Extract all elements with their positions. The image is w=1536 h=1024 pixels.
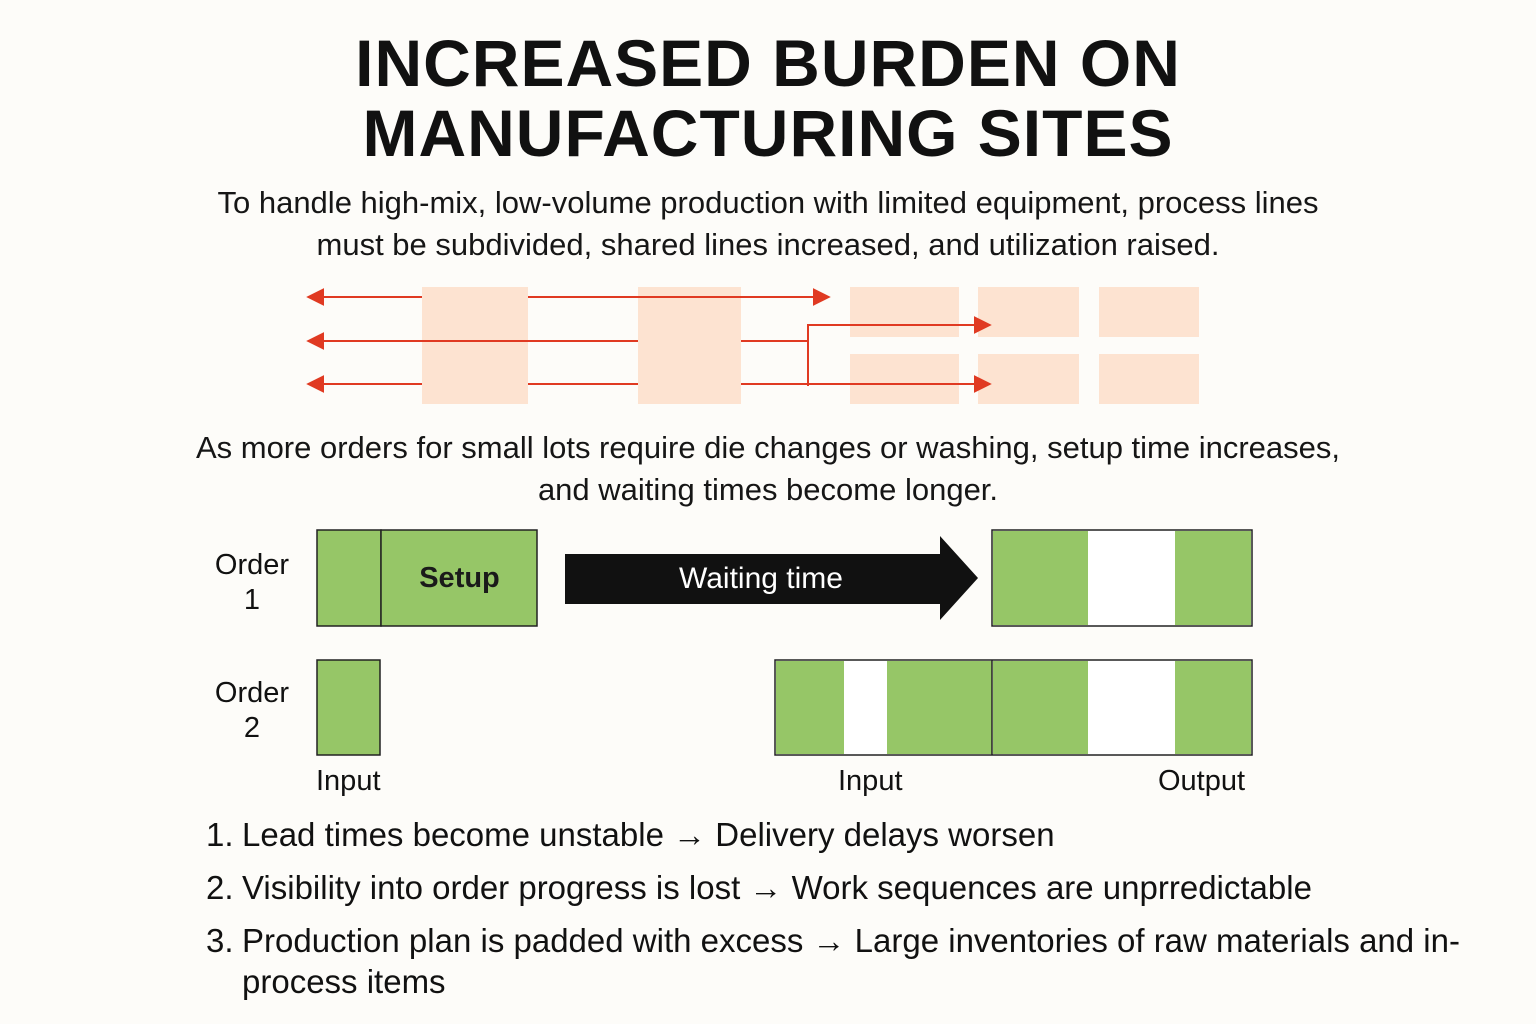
- process-block-3b: [850, 354, 959, 404]
- setup-paragraph: As more orders for small lots require di…: [0, 427, 1536, 511]
- page-title: INCREASED BURDEN ON MANUFACTURING SITES: [0, 28, 1536, 168]
- process-block-5b: [1099, 354, 1199, 404]
- output-label: Output: [1158, 765, 1246, 797]
- process-block-1: [422, 287, 528, 404]
- order-1-number: 1: [243, 584, 261, 616]
- setup-label: Setup: [419, 561, 500, 594]
- list-item-number: 1.: [206, 816, 234, 853]
- order-1-output-block: [991, 529, 1253, 627]
- list-item-number: 3.: [206, 922, 234, 959]
- order-2-work-a: [776, 661, 844, 754]
- consequence-list: 1. Lead times become unstable → Delivery…: [206, 814, 1496, 1014]
- intro-line-2: must be subdivided, shared lines increas…: [316, 227, 1220, 262]
- process-block-3a: [850, 287, 959, 337]
- flow-branch-up: [807, 316, 992, 386]
- input-label-left: Input: [316, 765, 381, 797]
- process-block-5a: [1099, 287, 1199, 337]
- setup-line-2: and waiting times become longer.: [537, 472, 999, 507]
- order-2-work-b: [887, 661, 992, 754]
- order-1-setup-segment: [380, 529, 538, 627]
- process-block-4a: [978, 287, 1079, 337]
- order-2-number: 2: [243, 712, 261, 744]
- waiting-time-label: Waiting time: [679, 562, 843, 595]
- list-item-text: Lead times become unstable → Delivery de…: [242, 816, 1055, 853]
- order-1-output-work-a: [993, 531, 1088, 625]
- order-1-output-work-b: [1175, 531, 1251, 625]
- setup-line-1: As more orders for small lots require di…: [195, 430, 1341, 465]
- order-2-work-d: [1175, 661, 1251, 754]
- title-line-2: MANUFACTURING SITES: [362, 96, 1174, 170]
- process-block-2: [638, 287, 741, 404]
- list-item-text: Production plan is padded with excess → …: [242, 922, 1460, 1000]
- order-2-process-block: [774, 659, 1253, 756]
- title-line-1: INCREASED BURDEN ON: [355, 26, 1181, 100]
- order-2-label: Order 2: [202, 676, 302, 746]
- process-line-blocks: [422, 287, 1199, 404]
- order-1-word: Order: [214, 549, 290, 581]
- intro-line-1: To handle high-mix, low-volume productio…: [217, 185, 1319, 220]
- order-2-input-block: [316, 659, 381, 756]
- list-item-text: Visibility into order progress is lost →…: [242, 869, 1312, 906]
- input-label-right: Input: [838, 765, 903, 797]
- list-item-number: 2.: [206, 869, 234, 906]
- order-1-input-block: [316, 529, 538, 627]
- process-block-4b: [978, 354, 1079, 404]
- list-item: 1. Lead times become unstable → Delivery…: [206, 814, 1496, 855]
- order-1-label: Order 1: [202, 548, 302, 618]
- order-1-input-segment: [316, 529, 382, 627]
- waiting-time-arrow: [565, 536, 978, 620]
- order-2-work-c: [993, 661, 1088, 754]
- list-item: 2. Visibility into order progress is los…: [206, 867, 1496, 908]
- list-item: 3. Production plan is padded with excess…: [206, 920, 1496, 1002]
- intro-paragraph: To handle high-mix, low-volume productio…: [0, 182, 1536, 266]
- flow-arrows: [306, 288, 992, 393]
- order-2-word: Order: [214, 677, 290, 709]
